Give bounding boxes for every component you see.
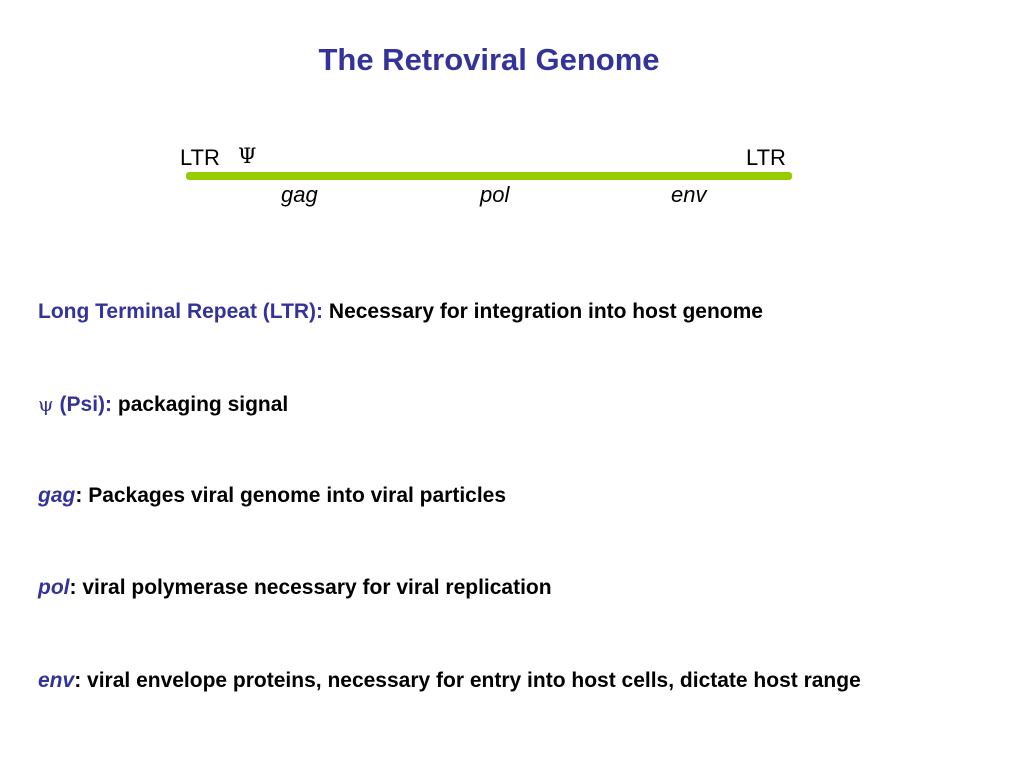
slide-title: The Retroviral Genome [318, 42, 660, 77]
definition-env: env: viral envelope proteins, necessary … [38, 665, 938, 696]
definition-separator: : [75, 484, 83, 507]
psi-symbol-glyph: ψ [38, 392, 54, 416]
definition-term: pol [38, 576, 70, 599]
definition-text: Necessary for integration into host geno… [328, 300, 763, 323]
definition-text: packaging signal [117, 393, 289, 416]
definition-text: Packages viral genome into viral particl… [88, 484, 507, 507]
definition-term: (Psi): [59, 393, 113, 416]
gene-label-env: env [671, 182, 707, 207]
definition-separator: : [69, 576, 77, 599]
definition-term: Long Terminal Repeat (LTR): [38, 300, 324, 323]
psi-symbol: Ψ [238, 144, 257, 168]
definition-ltr: Long Terminal Repeat (LTR): Necessary fo… [38, 296, 938, 327]
definition-text: viral polymerase necessary for viral rep… [82, 576, 552, 599]
definition-text: viral envelope proteins, necessary for e… [87, 669, 861, 692]
definition-pol: pol: viral polymerase necessary for vira… [38, 572, 938, 603]
gene-label-gag: gag [281, 182, 318, 207]
definition-term: gag [38, 484, 76, 507]
definition-term: env [38, 669, 75, 692]
definition-psi: ψ (Psi): packaging signal [38, 389, 938, 420]
gene-label-pol: pol [480, 182, 510, 207]
ltr-right-label: LTR [746, 145, 786, 170]
definition-gag: gag: Packages viral genome into viral pa… [38, 480, 938, 511]
ltr-left-label: LTR [180, 145, 220, 170]
genome-bar [186, 172, 792, 180]
definition-separator: : [74, 669, 82, 692]
